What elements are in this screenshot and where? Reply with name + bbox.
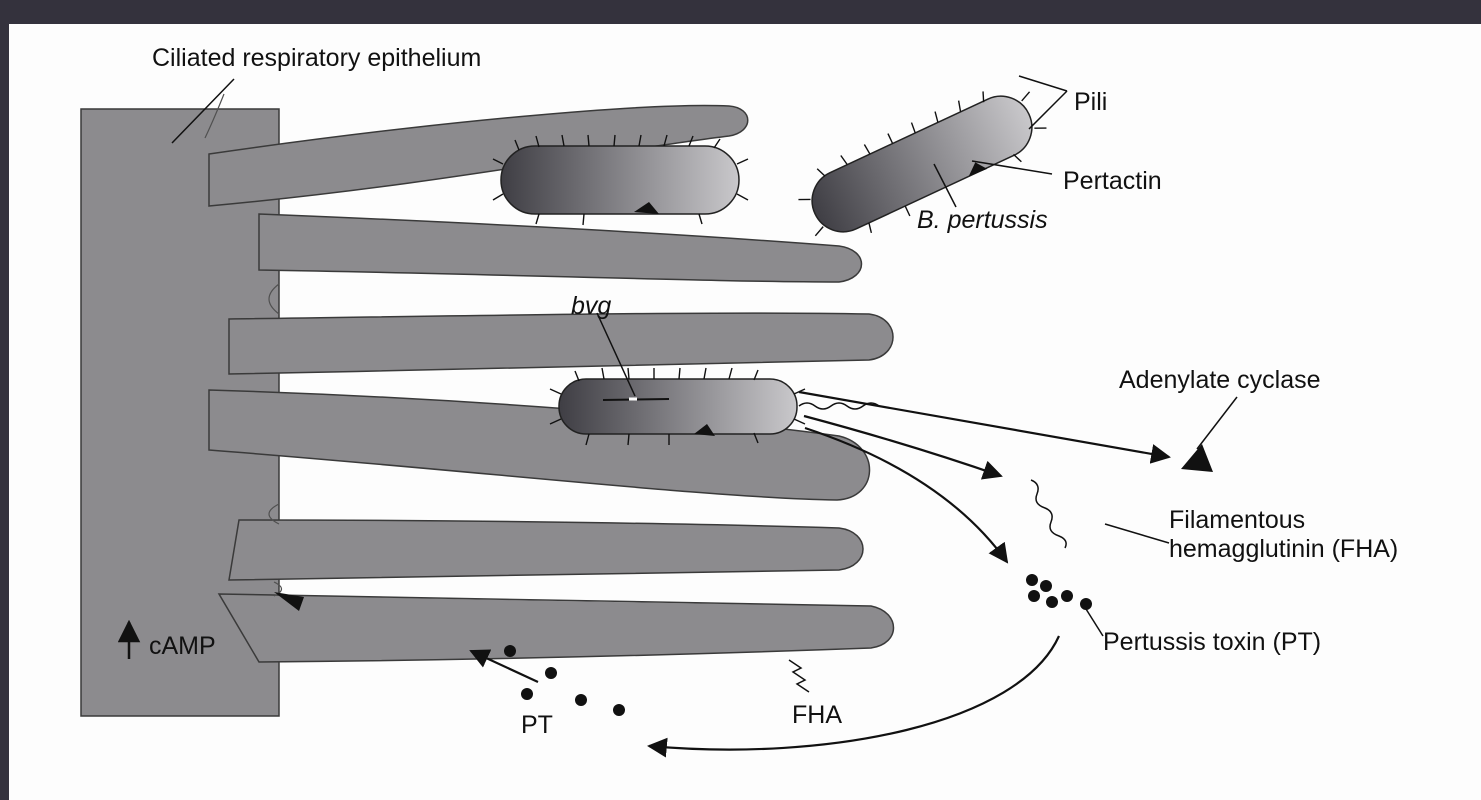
label-pt-short: PT (521, 711, 553, 740)
label-camp: cAMP (149, 632, 216, 661)
pathogenesis-diagram (9, 24, 1481, 800)
projection-5 (229, 520, 863, 580)
fha-small-squiggle (789, 660, 809, 692)
label-pertactin: Pertactin (1063, 167, 1162, 196)
fha-squiggle (1031, 480, 1066, 548)
projection-3 (229, 313, 893, 374)
projection-2 (259, 214, 862, 282)
label-b-pertussis: B. pertussis (917, 206, 1048, 235)
label-fha-short: FHA (792, 701, 842, 730)
label-fha-full: Filamentous hemagglutinin (FHA) (1169, 506, 1398, 564)
figure-frame: Ciliated respiratory epithelium Pili Per… (9, 24, 1481, 800)
label-pt-full: Pertussis toxin (PT) (1103, 628, 1321, 657)
label-adenylate-cyclase: Adenylate cyclase (1119, 366, 1321, 395)
projection-6 (219, 594, 894, 662)
pt-dots-free (1026, 574, 1092, 610)
bacterium-attached-middle (550, 368, 879, 445)
bacterium-attached-top (493, 135, 748, 225)
label-pili: Pili (1074, 88, 1107, 117)
label-ciliated-epithelium: Ciliated respiratory epithelium (152, 44, 481, 73)
label-bvg: bvg (571, 292, 611, 321)
